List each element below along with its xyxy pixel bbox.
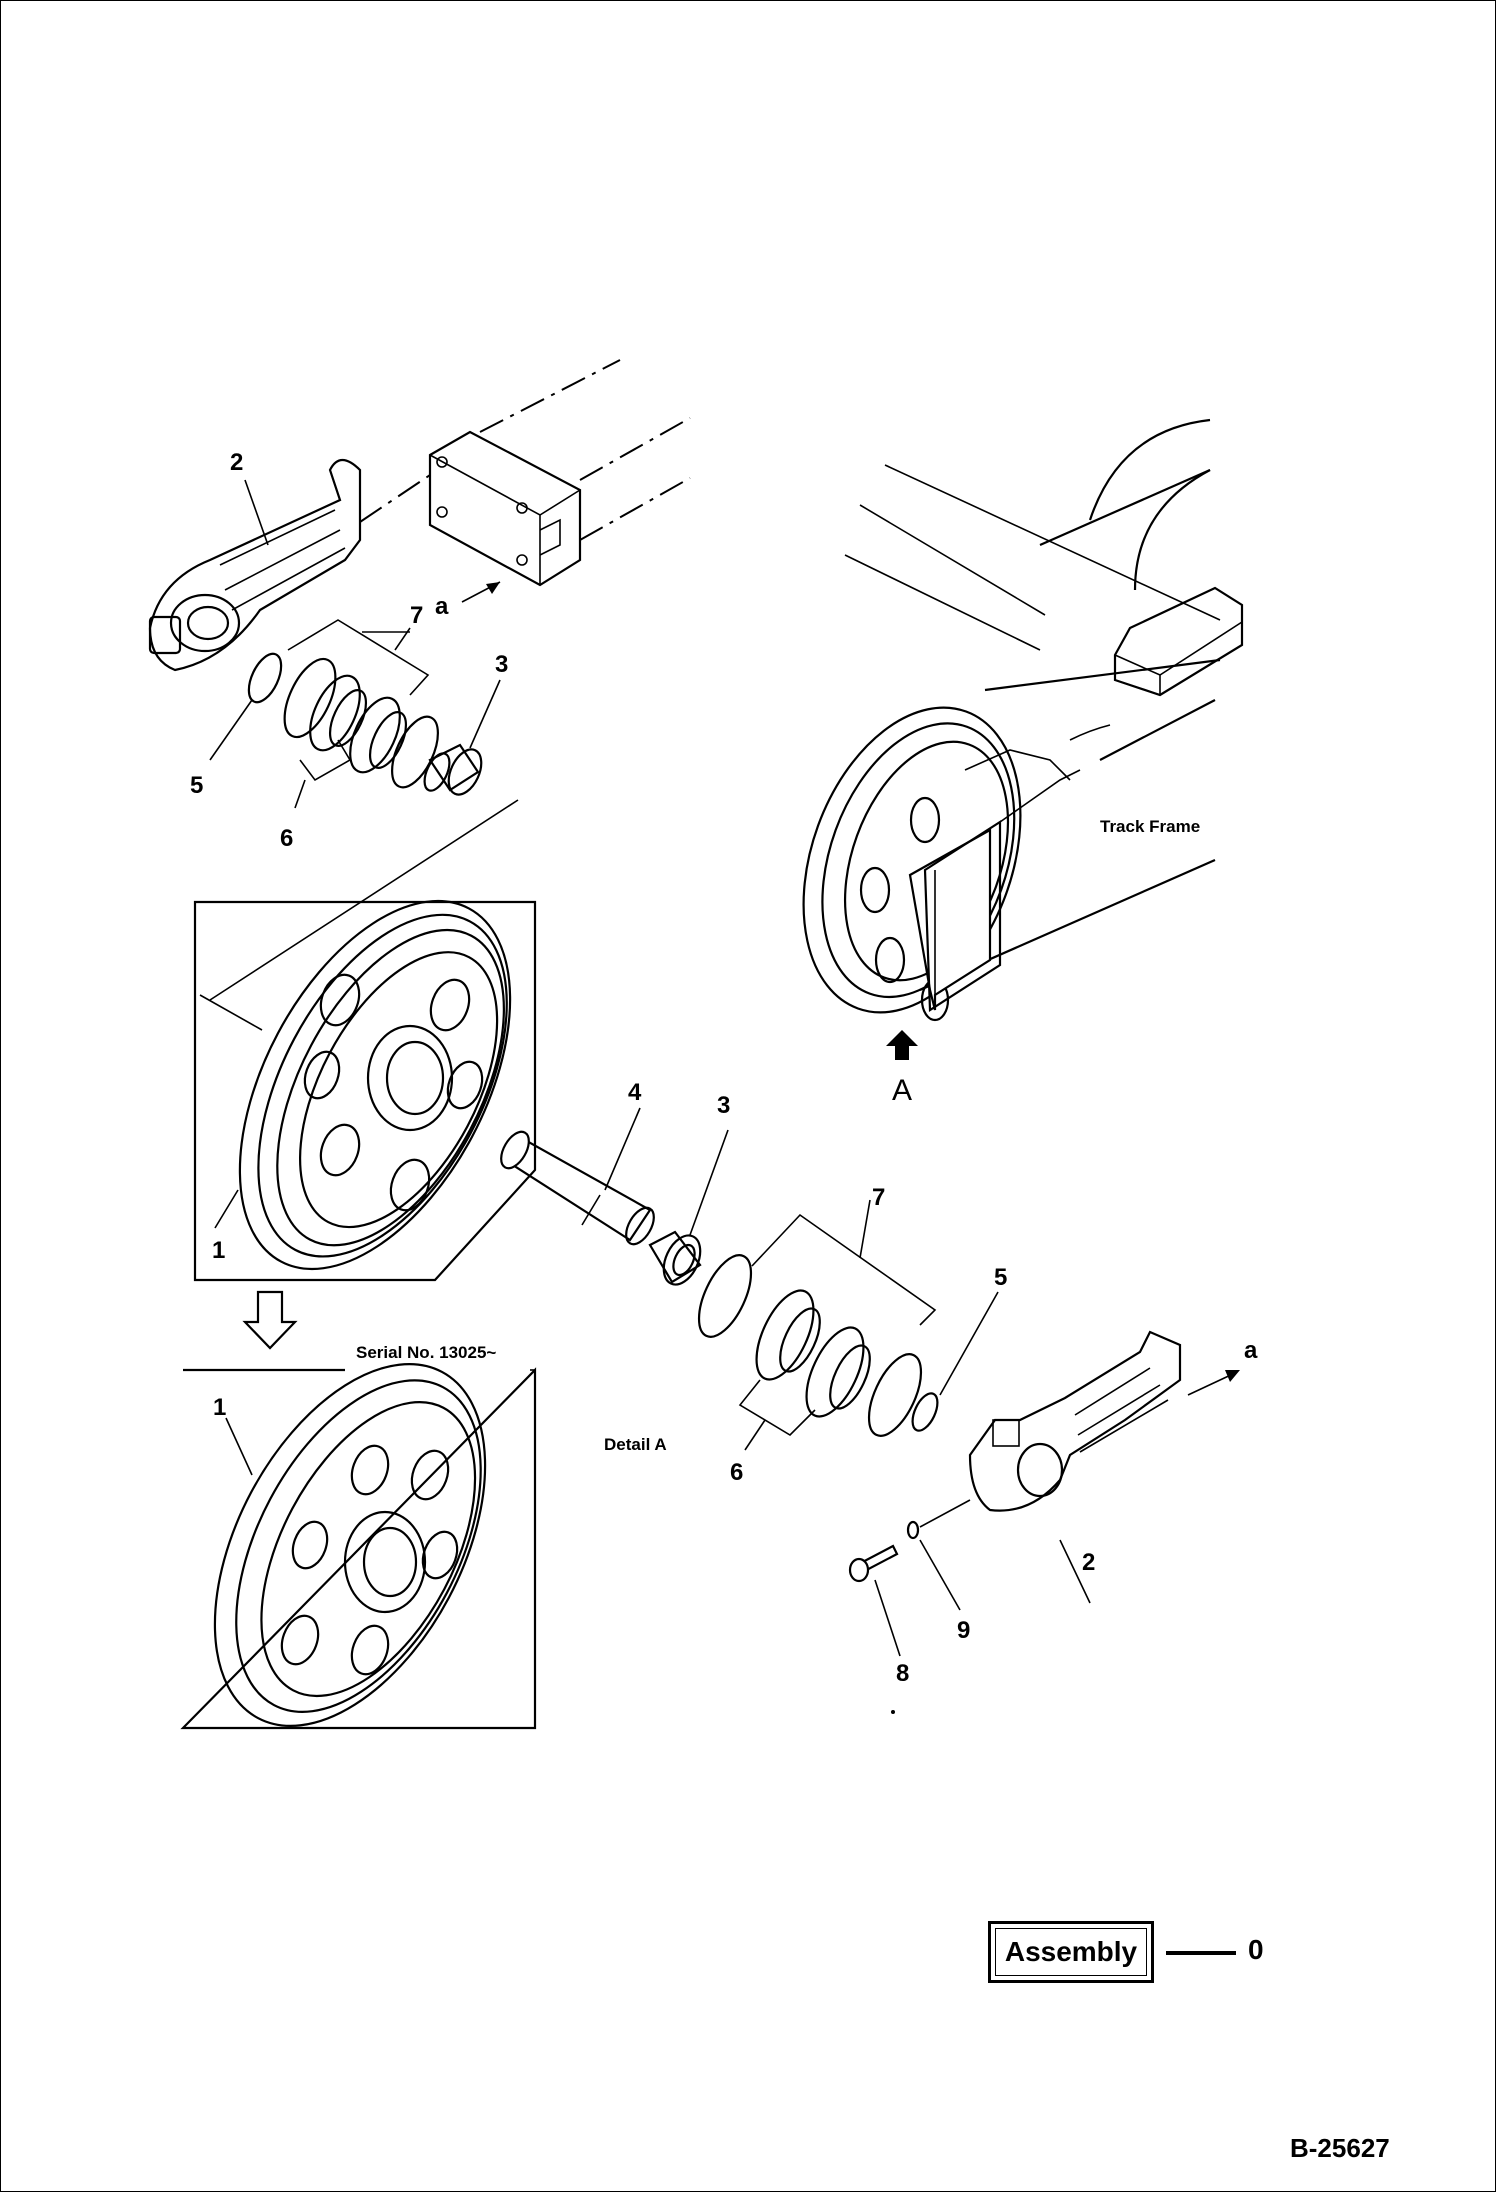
view-label-a: A — [892, 1074, 912, 1107]
bolt — [848, 1544, 899, 1583]
assembly-label: Assembly — [1004, 1936, 1138, 1967]
callout-a-lower: a — [1244, 1337, 1258, 1364]
callout-6-lower: 6 — [730, 1459, 743, 1486]
assembly-connector — [1166, 1951, 1236, 1955]
shaft — [500, 1130, 655, 1246]
idler-wheel-box — [193, 899, 537, 1282]
serial-label: Serial No. 13025~ — [356, 1343, 496, 1362]
idler-wheel-serial-box — [180, 1363, 537, 1730]
seal-set-lower — [697, 1254, 939, 1437]
reference-code: B-25627 — [1290, 2133, 1390, 2163]
callout-2-lower: 2 — [1082, 1549, 1095, 1576]
callout-7-lower: 7 — [872, 1184, 885, 1211]
frame-block — [428, 359, 691, 587]
callout-2-upper: 2 — [230, 449, 243, 476]
callout-5-lower: 5 — [994, 1264, 1007, 1291]
seal-set-upper — [247, 652, 483, 796]
assembly-box: Assembly — [988, 1921, 1154, 1983]
assembly-value: 0 — [1248, 1934, 1264, 1965]
callout-7-upper: 7 — [410, 602, 423, 629]
collar-lower — [648, 1230, 702, 1286]
callout-6-upper: 6 — [280, 825, 293, 852]
yoke-lower — [968, 1330, 1182, 1512]
callout-1-upper: 1 — [212, 1237, 225, 1264]
callout-3-upper: 3 — [495, 651, 508, 678]
callout-4: 4 — [628, 1079, 642, 1106]
track-frame — [802, 418, 1244, 1022]
callout-a-upper: a — [435, 593, 449, 620]
callout-5-upper: 5 — [190, 772, 203, 799]
track-frame-label: Track Frame — [1100, 817, 1200, 836]
callout-8: 8 — [896, 1660, 909, 1687]
callout-3-lower: 3 — [717, 1092, 730, 1119]
view-arrow-icon — [886, 1030, 918, 1060]
yoke-upper — [148, 458, 362, 672]
down-arrow-icon — [242, 1290, 298, 1350]
washer — [906, 1520, 920, 1540]
callout-9: 9 — [957, 1617, 970, 1644]
detail-label: Detail A — [604, 1435, 667, 1454]
callout-1-serial: 1 — [213, 1394, 226, 1421]
